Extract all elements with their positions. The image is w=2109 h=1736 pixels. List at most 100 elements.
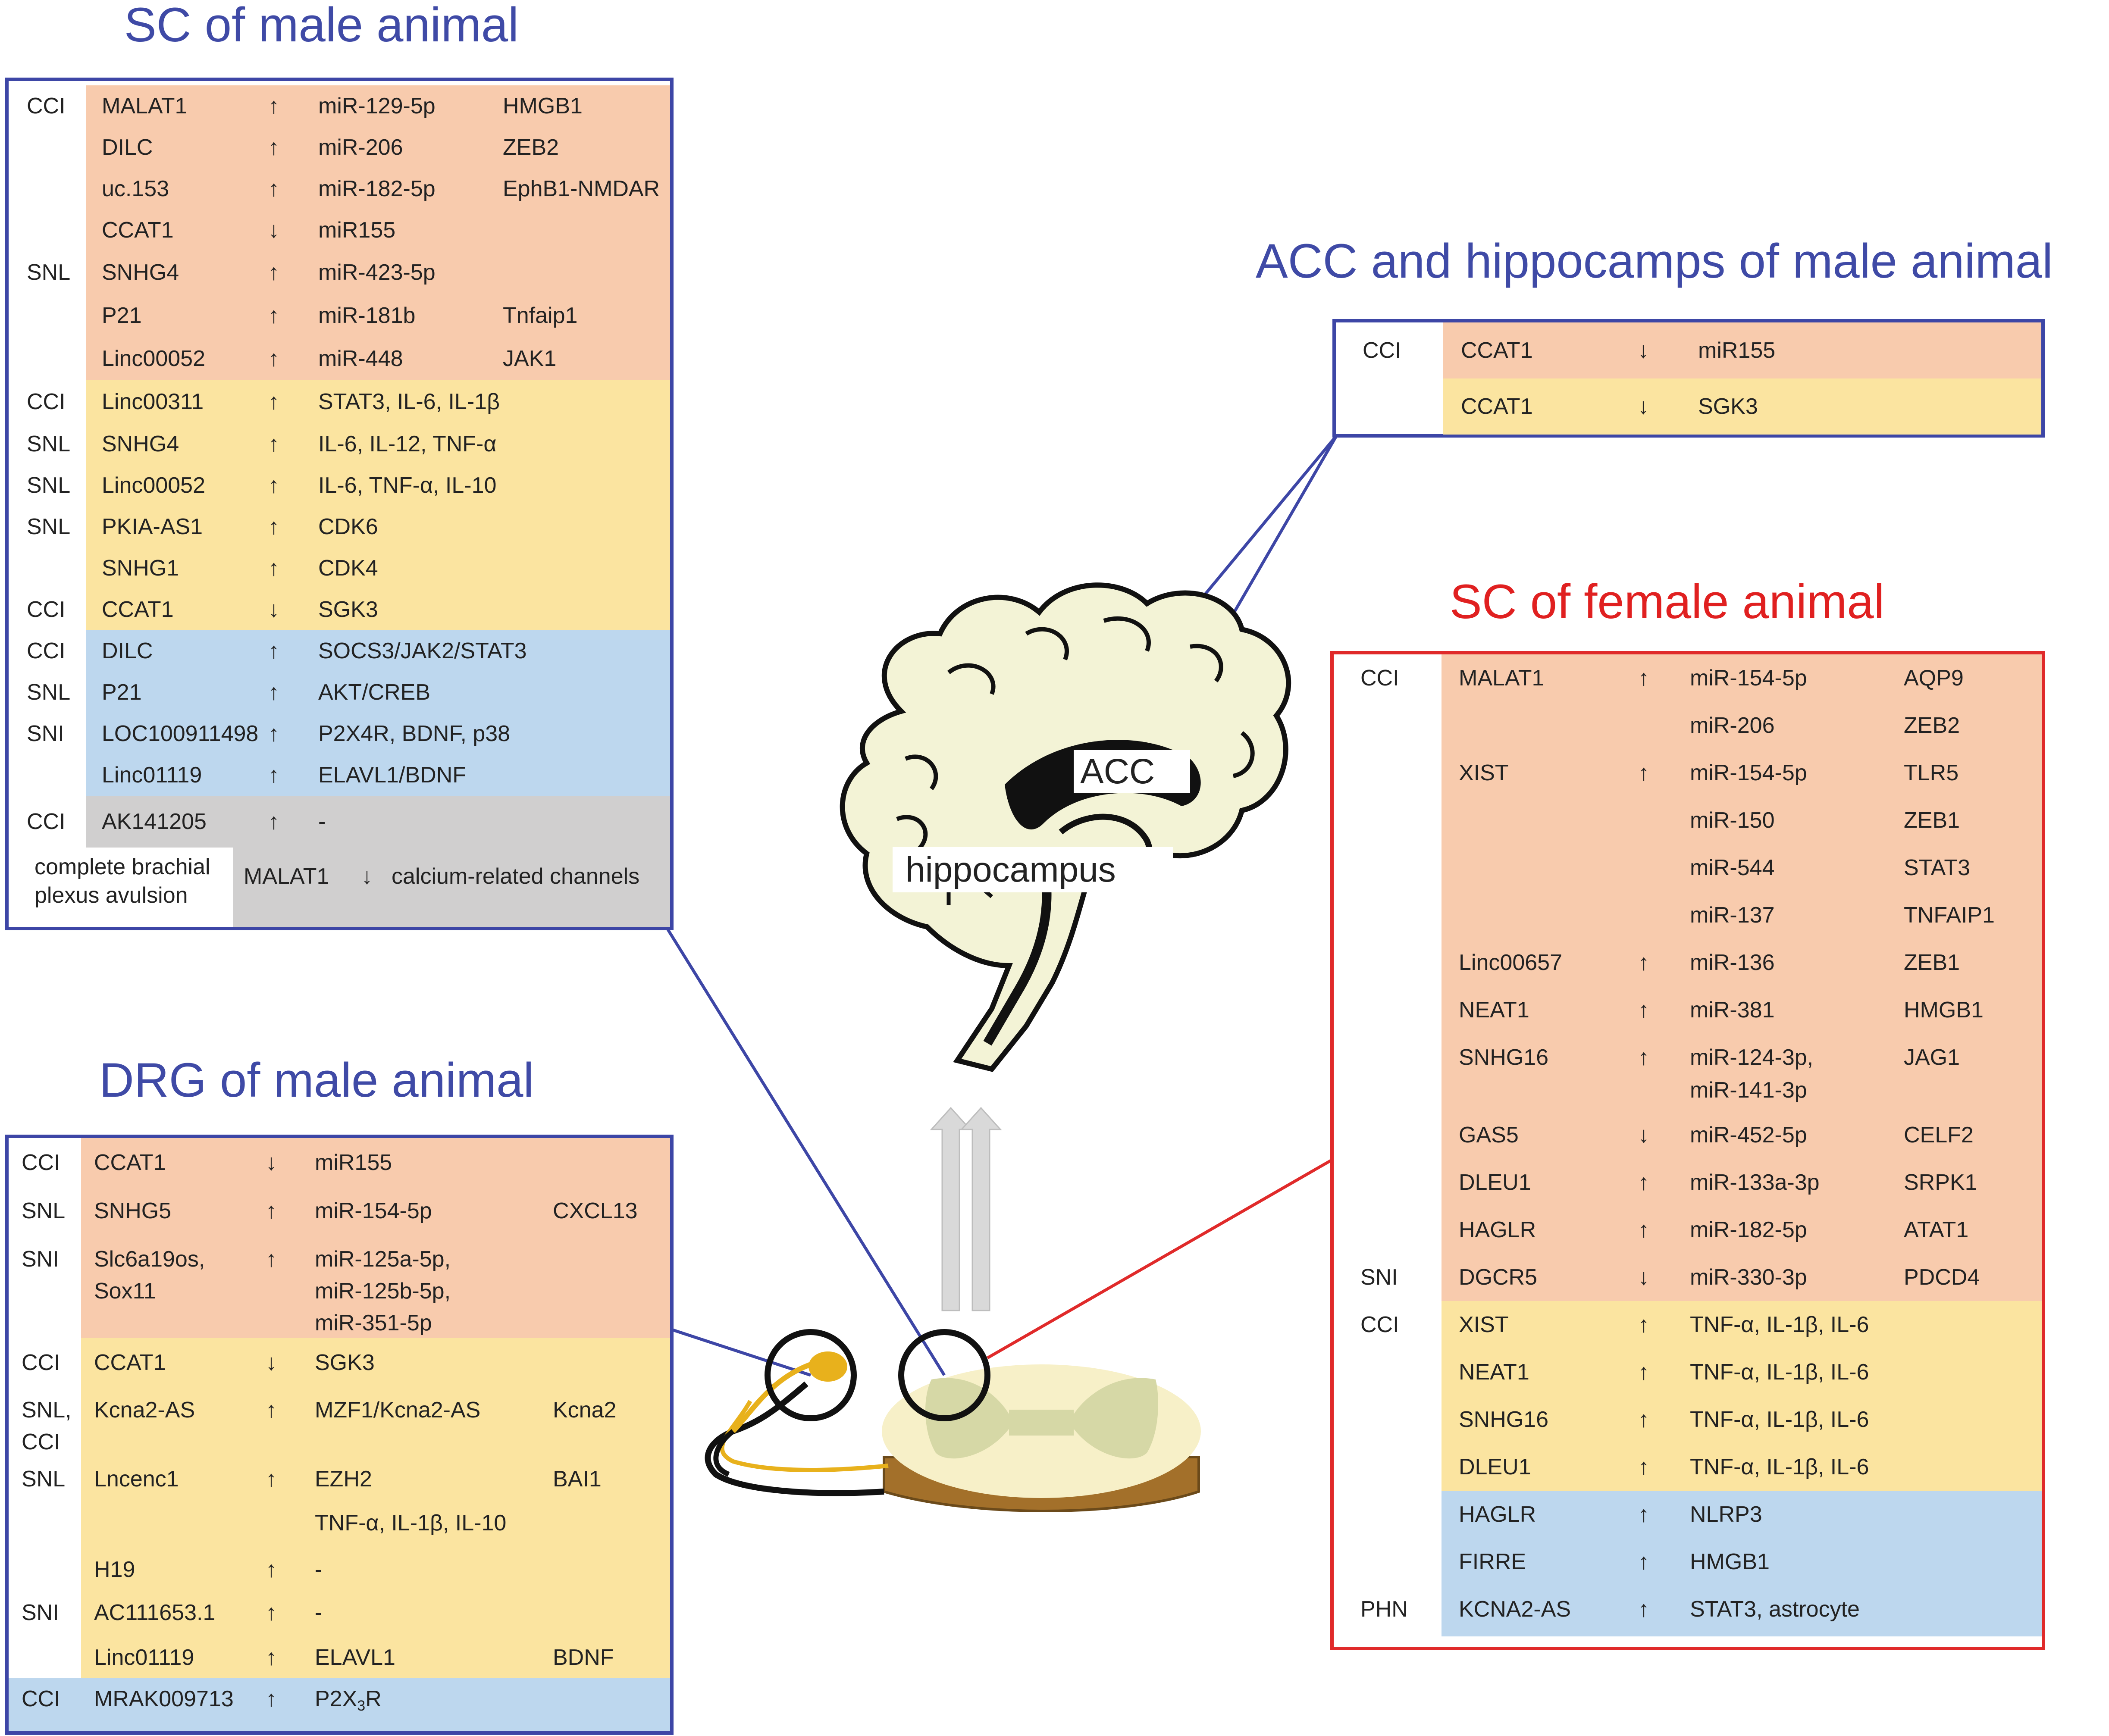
row-background bbox=[1442, 702, 2042, 749]
target-cell: CDK6 bbox=[318, 514, 378, 539]
downstream-cell: JAG1 bbox=[1904, 1045, 1960, 1070]
direction-arrow-icon: ↓ bbox=[1638, 338, 1649, 363]
table-row: SNHG16↑TNF-α, IL-1β, IL-6 bbox=[1334, 1396, 2042, 1443]
row-background bbox=[1442, 1491, 2042, 1538]
downstream-cell: BDNF bbox=[553, 1645, 614, 1670]
direction-arrow-icon: ↑ bbox=[266, 1686, 277, 1711]
row-background bbox=[86, 85, 670, 127]
target-cell: STAT3, astrocyte bbox=[1690, 1597, 1860, 1622]
downstream-cell: CXCL13 bbox=[553, 1198, 638, 1223]
target-text: P2X bbox=[315, 1686, 357, 1711]
title-sc-female: SC of female animal bbox=[1450, 575, 1885, 629]
lncrna-cell: KCNA2-AS bbox=[1459, 1597, 1571, 1622]
lncrna-cell: LOC100911498 bbox=[102, 721, 259, 746]
lncrna-cell: NEAT1 bbox=[1459, 998, 1529, 1023]
target-cell: miR-133a-3p bbox=[1690, 1170, 1820, 1195]
lncrna-cell: SNHG5 bbox=[94, 1198, 172, 1223]
direction-arrow-icon: ↓ bbox=[1638, 394, 1649, 419]
target-cell: miR-124-3p, bbox=[1690, 1045, 1814, 1070]
direction-arrow-icon: ↑ bbox=[266, 1467, 277, 1492]
table-row: CCAT1↓SGK3 bbox=[1336, 378, 2041, 435]
target-cell: miR-150 bbox=[1690, 808, 1775, 833]
lncrna-cell: GAS5 bbox=[1459, 1123, 1519, 1148]
direction-arrow-icon: ↓ bbox=[268, 597, 279, 622]
target-cell: SOCS3/JAK2/STAT3 bbox=[318, 638, 527, 663]
row-background bbox=[86, 547, 670, 589]
direction-arrow-icon: ↑ bbox=[1638, 1549, 1649, 1574]
row-background bbox=[86, 465, 670, 506]
spinal-cord-illustration bbox=[882, 1364, 1201, 1512]
row-background bbox=[1442, 1538, 2042, 1586]
target-cell: MZF1/Kcna2-AS bbox=[315, 1398, 481, 1423]
row-background bbox=[1442, 1034, 2042, 1111]
target-cell: TNF-α, IL-1β, IL-10 bbox=[315, 1511, 507, 1536]
lncrna-cell: MALAT1 bbox=[102, 94, 188, 119]
row-background bbox=[81, 1588, 670, 1633]
row-background bbox=[1443, 322, 2041, 378]
direction-arrow-icon: ↑ bbox=[268, 346, 279, 371]
target-cell: TNF-α, IL-1β, IL-6 bbox=[1690, 1407, 1869, 1432]
direction-arrow-icon: ↑ bbox=[268, 432, 279, 457]
downstream-cell: Kcna2 bbox=[553, 1398, 617, 1423]
target-cell: miR-182-5p bbox=[1690, 1217, 1807, 1242]
model-cell: CCI bbox=[22, 1150, 60, 1175]
model-cell: SNI bbox=[22, 1600, 59, 1625]
target-cell: miR-141-3p bbox=[1690, 1078, 1807, 1103]
target-cell: HMGB1 bbox=[1690, 1549, 1770, 1574]
lncrna-cell: SNHG4 bbox=[102, 260, 179, 285]
downstream-cell: ATAT1 bbox=[1904, 1217, 1969, 1242]
lncrna-cell: FIRRE bbox=[1459, 1549, 1526, 1574]
direction-arrow-icon: ↑ bbox=[268, 176, 279, 201]
row-background bbox=[1442, 1396, 2042, 1443]
row-background bbox=[1442, 1159, 2042, 1206]
direction-arrow-icon: ↑ bbox=[268, 809, 279, 834]
model-cell: SNL bbox=[27, 473, 71, 498]
row-background bbox=[86, 630, 670, 672]
direction-arrow-icon: ↑ bbox=[268, 763, 279, 788]
target-cell: TNF-α, IL-1β, IL-6 bbox=[1690, 1454, 1869, 1480]
table-row: HAGLR↑NLRP3 bbox=[1334, 1491, 2042, 1538]
direction-arrow-icon: ↑ bbox=[268, 721, 279, 746]
downstream-cell: BAI1 bbox=[553, 1467, 602, 1492]
row-background bbox=[86, 589, 670, 630]
model-cell: CCI bbox=[22, 1686, 60, 1711]
target-cell: SGK3 bbox=[315, 1350, 375, 1375]
row-background bbox=[86, 210, 670, 251]
lncrna-cell: SNHG16 bbox=[1459, 1045, 1549, 1070]
target-cell: ELAVL1/BDNF bbox=[318, 763, 466, 788]
drg-highlight-circle bbox=[765, 1329, 857, 1421]
row-background bbox=[1442, 1348, 2042, 1396]
lncrna-cell: AC111653.1 bbox=[94, 1600, 216, 1625]
direction-arrow-icon: ↑ bbox=[1638, 1170, 1649, 1195]
downstream-cell: PDCD4 bbox=[1904, 1265, 1980, 1290]
direction-arrow-icon: ↑ bbox=[268, 638, 279, 663]
target-cell: miR-129-5p bbox=[318, 94, 436, 119]
row-background bbox=[81, 1633, 670, 1678]
target-cell: miR-136 bbox=[1690, 950, 1775, 975]
downstream-cell: Tnfaip1 bbox=[503, 303, 578, 328]
lncrna-cell: Linc00052 bbox=[102, 346, 205, 371]
target-cell: miR-544 bbox=[1690, 855, 1775, 880]
target-cell: - bbox=[315, 1557, 323, 1582]
row-background bbox=[81, 1502, 670, 1545]
target-cell: SGK3 bbox=[1698, 394, 1758, 419]
model-cell: CCI bbox=[1363, 338, 1401, 363]
lncrna-cell: DGCR5 bbox=[1459, 1265, 1538, 1290]
direction-arrow-icon: ↑ bbox=[1638, 1502, 1649, 1527]
target-cell: P2X4R, BDNF, p38 bbox=[318, 721, 511, 746]
direction-arrow-icon: ↑ bbox=[1638, 1217, 1649, 1242]
model-cell: CCI bbox=[1360, 666, 1399, 691]
